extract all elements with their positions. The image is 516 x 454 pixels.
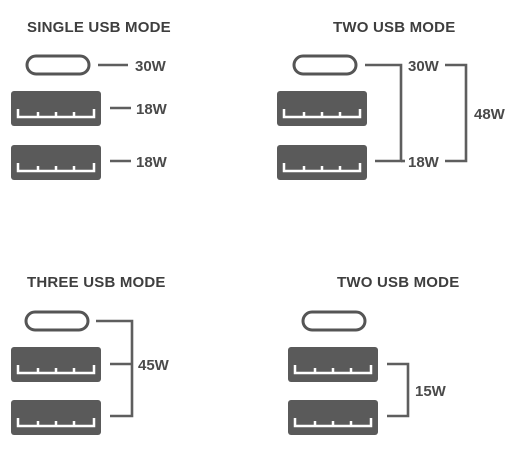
watt-label: 18W (136, 154, 168, 171)
usb-c-port-icon (25, 54, 91, 76)
panel-two-usb-mode-15w: TWO USB MODE 15W (288, 274, 459, 435)
total-watt-label: 48W (474, 106, 506, 123)
panel-three-usb-mode: THREE USB MODE 45W (11, 274, 170, 435)
usb-a-port-icon (277, 91, 367, 126)
watt-label: 30W (135, 58, 167, 75)
total-bracket (445, 63, 468, 163)
usb-a-port-icon (11, 91, 101, 126)
watt-label: 18W (136, 101, 168, 118)
watt-label: 18W (408, 154, 440, 171)
mode-title: SINGLE USB MODE (27, 19, 171, 36)
usb-a-port-icon (277, 145, 367, 180)
watt-label: 30W (408, 58, 440, 75)
total-bracket (387, 362, 410, 418)
usb-a-port-icon (11, 145, 101, 180)
mode-title: THREE USB MODE (27, 274, 166, 291)
usb-c-port-icon (301, 310, 367, 332)
panel-two-usb-mode-48w: TWO USB MODE 30W 18W 48W (277, 19, 506, 180)
total-bracket (96, 319, 134, 418)
usb-a-port-icon (11, 347, 101, 382)
mode-title: TWO USB MODE (337, 274, 459, 291)
total-watt-label: 15W (415, 383, 447, 400)
panel-single-usb-mode: SINGLE USB MODE 30W 18W 18W (11, 19, 171, 180)
total-watt-label: 45W (138, 357, 170, 374)
usb-a-port-icon (288, 400, 378, 435)
mode-title: TWO USB MODE (333, 19, 455, 36)
usb-c-port-icon (292, 54, 358, 76)
usb-a-port-icon (288, 347, 378, 382)
usb-a-port-icon (11, 400, 101, 435)
connector-bracket (365, 63, 403, 163)
usb-c-port-icon (24, 310, 90, 332)
